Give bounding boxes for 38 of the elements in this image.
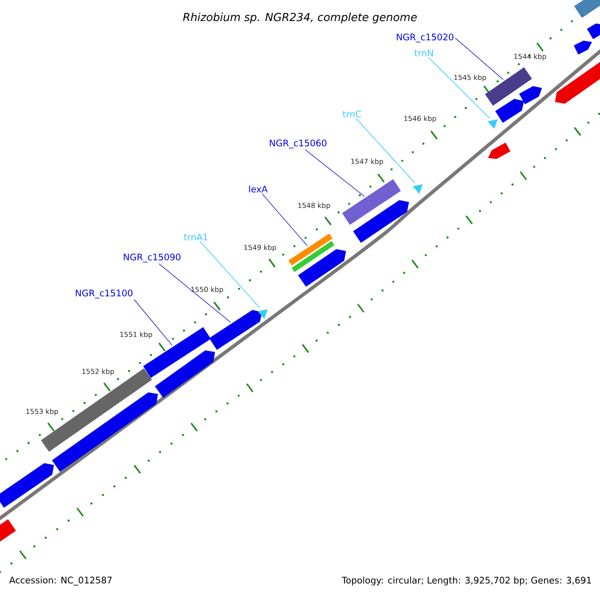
title: Rhizobium sp. NGR234, complete genome: [183, 12, 417, 24]
gene-label: NGR_c15060: [270, 140, 326, 148]
trna-marker: [488, 119, 498, 129]
gene-label: NGR_c15090: [124, 254, 180, 262]
leader-line: [428, 57, 490, 118]
leader-line: [454, 38, 504, 80]
pointed-feature-bar: [495, 98, 524, 123]
leader-line: [134, 299, 172, 346]
leader-line: [158, 263, 231, 323]
pointed-feature-bar: [0, 463, 54, 508]
pointed-feature-bar: [154, 350, 215, 398]
pointed-feature-bar: [209, 310, 262, 350]
pointed-feature-bar: [574, 40, 592, 54]
footer-text: Topology: circular; Length: 3,925,702 bp; Genes: 3,691: [342, 576, 591, 586]
pointed-feature-bar: [586, 23, 600, 40]
pointed-feature-bar: [298, 249, 346, 287]
feature-bar: [288, 234, 333, 266]
feature-bar: [41, 368, 152, 452]
pointed-feature-bar: [488, 142, 510, 160]
footer-text: Accession: NC_012587: [9, 576, 112, 586]
leader-line: [356, 118, 416, 184]
feature-bar: [292, 240, 334, 272]
gene-label: NGR_c15100: [76, 290, 132, 298]
feature-bar: [485, 67, 532, 106]
feature-bar: [342, 179, 401, 225]
gene-label: trnN: [414, 50, 433, 56]
gene-label: trnA1: [184, 234, 208, 240]
pointed-feature-bar: [519, 86, 542, 104]
gene-label: lexA: [249, 186, 268, 192]
gene-label: NGR_c15020: [396, 34, 454, 42]
pointed-feature-bar: [555, 61, 600, 104]
trna-marker: [412, 184, 423, 194]
pointed-feature-bar: [353, 200, 409, 243]
feature-bar: [574, 0, 600, 18]
leader-line: [304, 149, 365, 197]
trna-marker: [258, 309, 268, 319]
gene-label: trnC: [342, 110, 362, 118]
leader-line: [200, 241, 260, 308]
